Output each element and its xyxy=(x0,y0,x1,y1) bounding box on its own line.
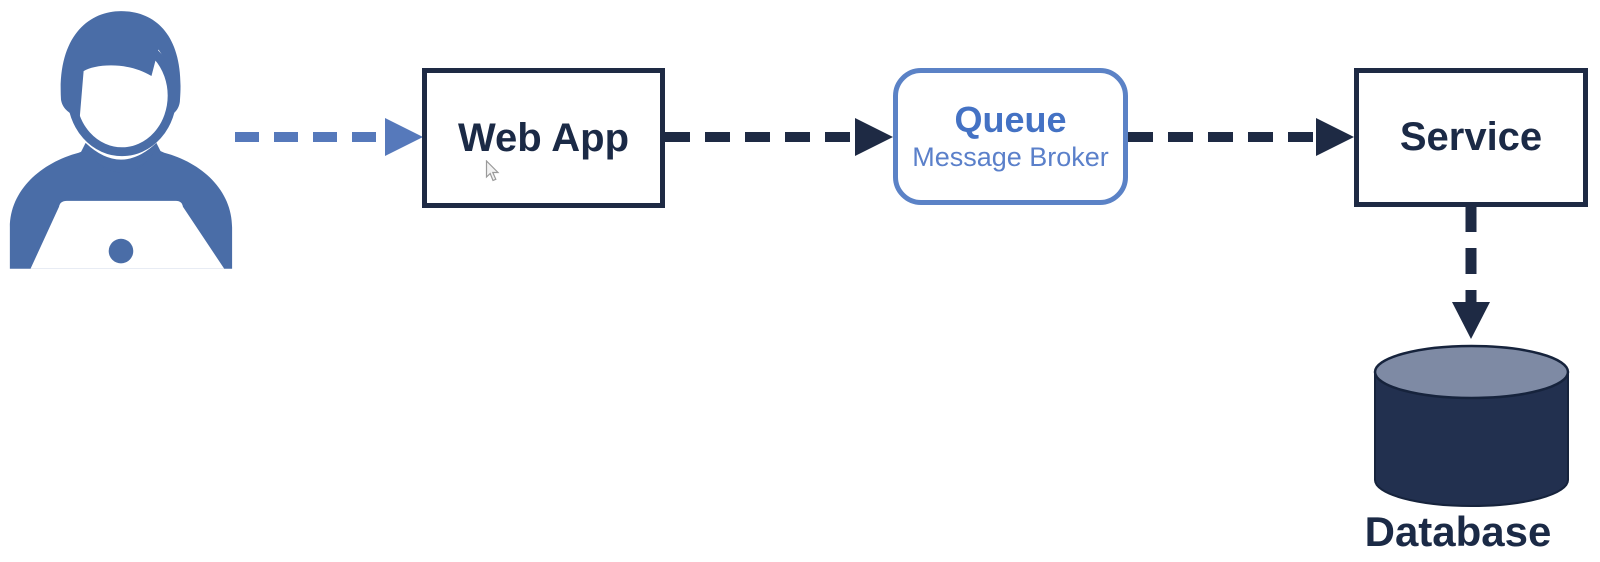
arrowhead xyxy=(855,118,893,156)
node-web-app: Web App xyxy=(422,68,665,208)
arrowhead xyxy=(385,118,423,156)
laptop-logo-dot xyxy=(108,238,134,264)
web-app-label: Web App xyxy=(457,115,630,160)
queue-label: Queue xyxy=(954,98,1067,140)
edge-service-to-database-arrow xyxy=(1452,206,1490,339)
mouse-cursor-icon xyxy=(485,160,500,182)
database-label: Database xyxy=(1364,508,1552,555)
user-at-laptop-icon xyxy=(9,11,233,269)
edge-queue-to-service-arrow xyxy=(1128,118,1354,156)
queue-sublabel: Message Broker xyxy=(912,142,1109,173)
database-cylinder-icon xyxy=(1373,344,1570,507)
service-label: Service xyxy=(1399,115,1543,159)
arrowhead xyxy=(1452,302,1490,339)
cylinder-top xyxy=(1373,344,1570,400)
edge-user-to-webapp-arrow xyxy=(235,118,423,156)
arrowhead xyxy=(1316,118,1354,156)
edge-webapp-to-queue-arrow xyxy=(665,118,893,156)
user-hair xyxy=(60,11,181,119)
cylinder-body xyxy=(1374,371,1569,507)
node-service: Service xyxy=(1354,68,1588,207)
user-laptop xyxy=(30,200,225,269)
node-queue: Queue Message Broker xyxy=(893,68,1128,205)
